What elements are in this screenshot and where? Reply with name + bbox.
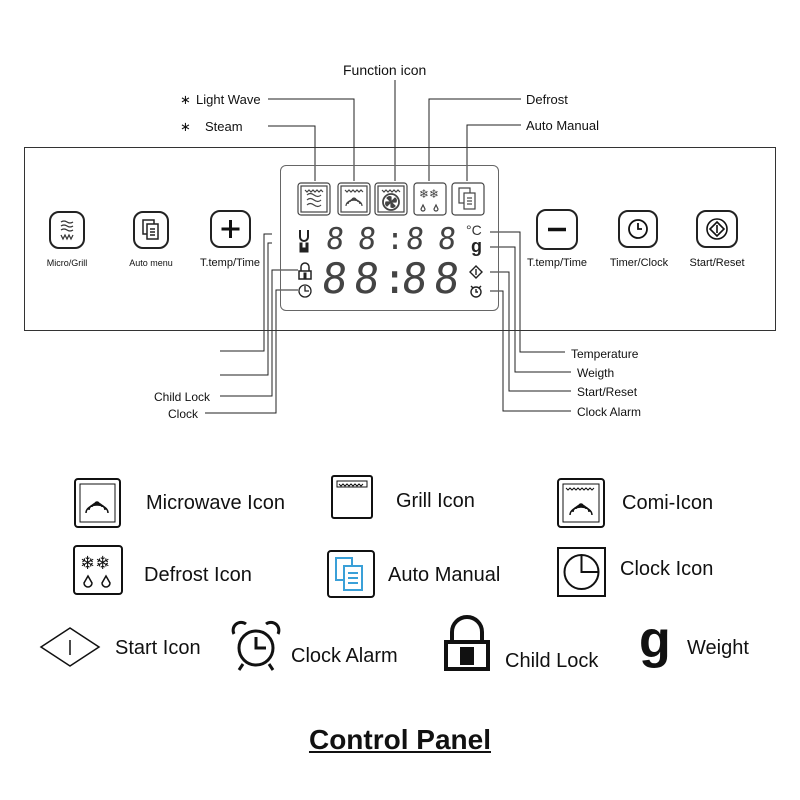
defrost-icon: ❄❄ bbox=[413, 182, 447, 216]
lcd-right-indicators bbox=[469, 265, 483, 298]
clock-legend-label: Clock Icon bbox=[620, 558, 714, 580]
start-reset-label: Start/Reset bbox=[689, 257, 745, 269]
clock-small-icon bbox=[298, 284, 312, 298]
lcd-bottom-row: 8 8 : 8 8 bbox=[319, 254, 472, 304]
start-reset-button[interactable] bbox=[696, 210, 738, 248]
page-title: Control Panel bbox=[308, 724, 491, 755]
timer-clock-label: Timer/Clock bbox=[609, 257, 669, 269]
start-legend-label: Start Icon bbox=[115, 637, 201, 659]
child-lock-small-icon bbox=[298, 262, 312, 280]
function-icon-label: Function icon bbox=[343, 62, 427, 78]
top-colon: : bbox=[386, 222, 406, 257]
temperature-label: Temperature bbox=[571, 347, 639, 361]
leader-defrost bbox=[428, 98, 521, 181]
clock-alarm-legend-icon bbox=[231, 620, 281, 671]
light-wave-mark: ∗ bbox=[180, 92, 191, 107]
leader-child-lock bbox=[220, 269, 298, 397]
leader-clock-alarm bbox=[490, 290, 571, 412]
plus-temp-time-button[interactable] bbox=[210, 210, 251, 248]
leader-temperature bbox=[490, 231, 565, 353]
auto-manual-legend-label: Auto Manual bbox=[388, 564, 501, 586]
cup-filled-icon bbox=[299, 242, 309, 253]
microwave-legend-icon bbox=[74, 478, 121, 528]
weight-symbol: g bbox=[471, 236, 482, 256]
weight-legend-label: Weight bbox=[687, 637, 749, 659]
leader-steam bbox=[268, 125, 316, 181]
weight-legend-icon: g bbox=[639, 611, 671, 669]
child-lock-label: Child Lock bbox=[154, 390, 211, 404]
plus-icon bbox=[221, 220, 240, 238]
defrost-label: Defrost bbox=[526, 92, 568, 107]
micro-grill-button[interactable] bbox=[49, 211, 85, 249]
plus-temp-time-label: T.temp/Time bbox=[199, 257, 261, 269]
lcd-top-row: 8 8 : 8 8 bbox=[322, 222, 472, 257]
lcd-function-icons: ❄❄ bbox=[297, 182, 485, 216]
leader-weigth bbox=[490, 246, 571, 373]
lcd-display bbox=[280, 165, 499, 311]
auto-manual-legend-icon bbox=[327, 550, 375, 598]
leader-left-2 bbox=[220, 242, 272, 376]
clock-alarm-callout-label: Clock Alarm bbox=[577, 405, 642, 419]
function-fan-icon bbox=[374, 182, 408, 216]
minus-temp-time-label: T.temp/Time bbox=[526, 257, 588, 269]
clock-alarm-small-icon bbox=[470, 285, 482, 298]
auto-menu-button[interactable] bbox=[133, 211, 169, 249]
steam-mark: ∗ bbox=[180, 119, 191, 134]
timer-clock-icon bbox=[628, 219, 648, 239]
start-small-icon bbox=[469, 265, 483, 279]
light-wave-label: Light Wave bbox=[196, 92, 261, 107]
timer-clock-button[interactable] bbox=[618, 210, 658, 248]
combi-legend-label: Comi-Icon bbox=[622, 492, 714, 514]
micro-grill-label: Micro/Grill bbox=[46, 258, 88, 268]
lcd-left-indicators bbox=[298, 230, 312, 298]
micro-grill-icon bbox=[60, 220, 74, 241]
minus-temp-time-button[interactable] bbox=[536, 209, 578, 250]
child-lock-legend-icon bbox=[444, 615, 490, 671]
clock-alarm-legend-label: Clock Alarm bbox=[291, 645, 398, 667]
bottom-colon: : bbox=[382, 254, 408, 303]
auto-manual-label: Auto Manual bbox=[526, 118, 599, 133]
grill-legend-icon bbox=[331, 475, 373, 519]
svg-text:❄❄: ❄❄ bbox=[80, 553, 110, 574]
start-reset-callout-label: Start/Reset bbox=[577, 385, 638, 399]
light-wave-icon bbox=[337, 182, 371, 216]
clock-legend-icon bbox=[557, 547, 606, 597]
leader-light-wave bbox=[268, 98, 355, 181]
microwave-legend-label: Microwave Icon bbox=[146, 492, 285, 514]
leader-auto-manual bbox=[466, 124, 521, 181]
weigth-label: Weigth bbox=[577, 366, 615, 380]
steam-icon bbox=[297, 182, 331, 216]
combi-legend-icon bbox=[557, 478, 605, 528]
control-panel-frame bbox=[24, 147, 776, 331]
leader-start-reset bbox=[490, 271, 571, 392]
leader-clock bbox=[205, 289, 298, 414]
steam-label: Steam bbox=[205, 119, 243, 134]
child-lock-legend-label: Child Lock bbox=[505, 650, 599, 672]
grill-legend-label: Grill Icon bbox=[396, 490, 475, 512]
svg-text:❄❄: ❄❄ bbox=[419, 187, 439, 201]
start-icon bbox=[706, 218, 728, 240]
temperature-symbol: °C bbox=[466, 222, 482, 238]
minus-icon bbox=[548, 227, 566, 232]
start-legend-icon bbox=[39, 627, 101, 667]
auto-menu-icon bbox=[142, 219, 159, 240]
auto-manual-icon bbox=[451, 182, 485, 216]
cup-icon bbox=[299, 230, 309, 242]
leader-left-1 bbox=[220, 233, 272, 352]
defrost-legend-label: Defrost Icon bbox=[144, 564, 252, 586]
auto-menu-label: Auto menu bbox=[129, 258, 173, 268]
defrost-legend-icon: ❄❄ bbox=[73, 545, 123, 595]
clock-label: Clock bbox=[168, 407, 199, 421]
